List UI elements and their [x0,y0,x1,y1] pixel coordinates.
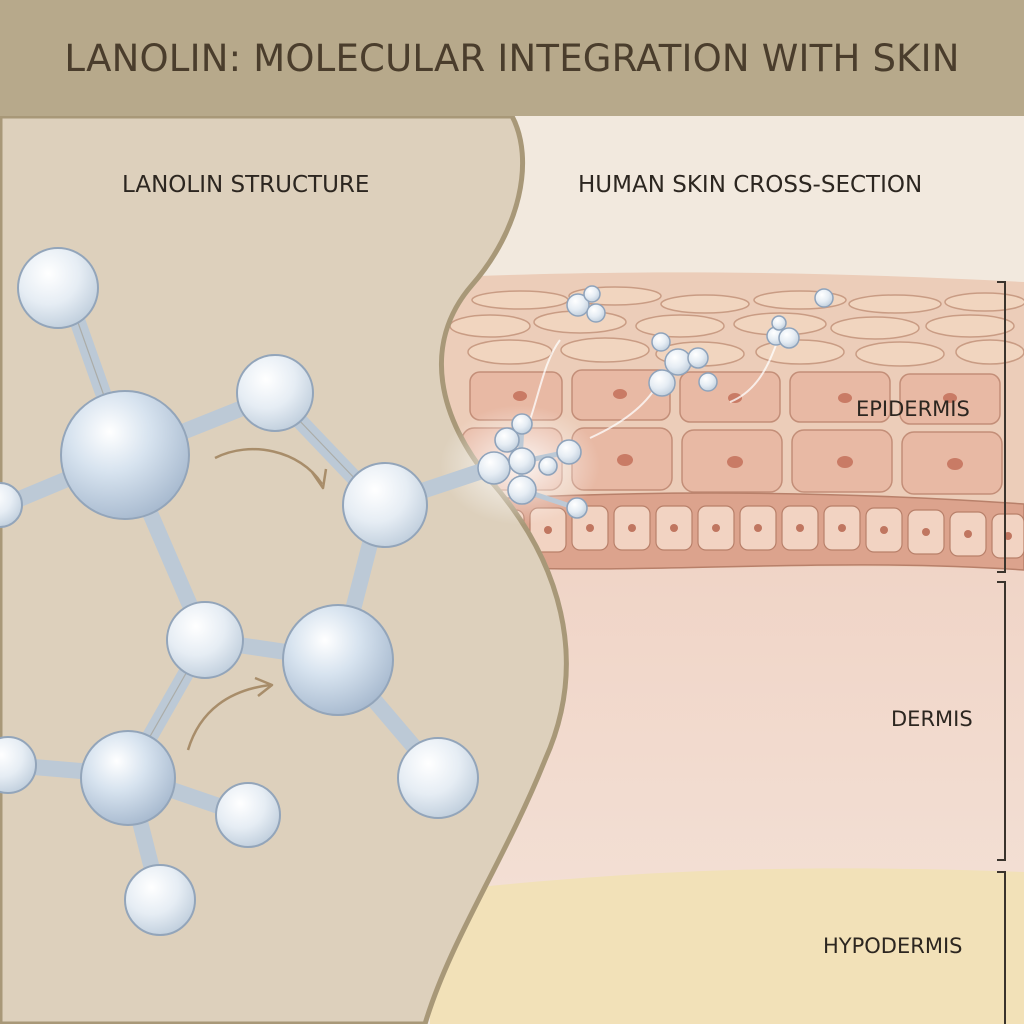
epidermis-label: EPIDERMIS [856,397,970,421]
rotation-arrows [186,447,328,751]
layer-brackets [997,281,1006,1024]
basal-layer [469,492,1024,571]
dermis-layer [430,552,1024,892]
skin-cross-section-label: HUMAN SKIN CROSS-SECTION [578,172,923,198]
title-bar: LANOLIN: MOLECULAR INTEGRATION WITH SKIN [0,0,1024,116]
lanolin-structure-label: LANOLIN STRUCTURE [122,172,370,198]
hypodermis-label: HYPODERMIS [823,934,963,958]
stratum-corneum [449,286,1024,367]
lanolin-molecules-in-skin [566,285,834,397]
left-panel-background [0,113,569,1024]
page-title: LANOLIN: MOLECULAR INTEGRATION WITH SKIN [64,36,960,80]
lanolin-molecule [0,247,479,936]
entering-molecule-cluster [477,413,588,519]
hypodermis-layer [430,865,1024,1024]
dermis-label: DERMIS [891,707,973,731]
